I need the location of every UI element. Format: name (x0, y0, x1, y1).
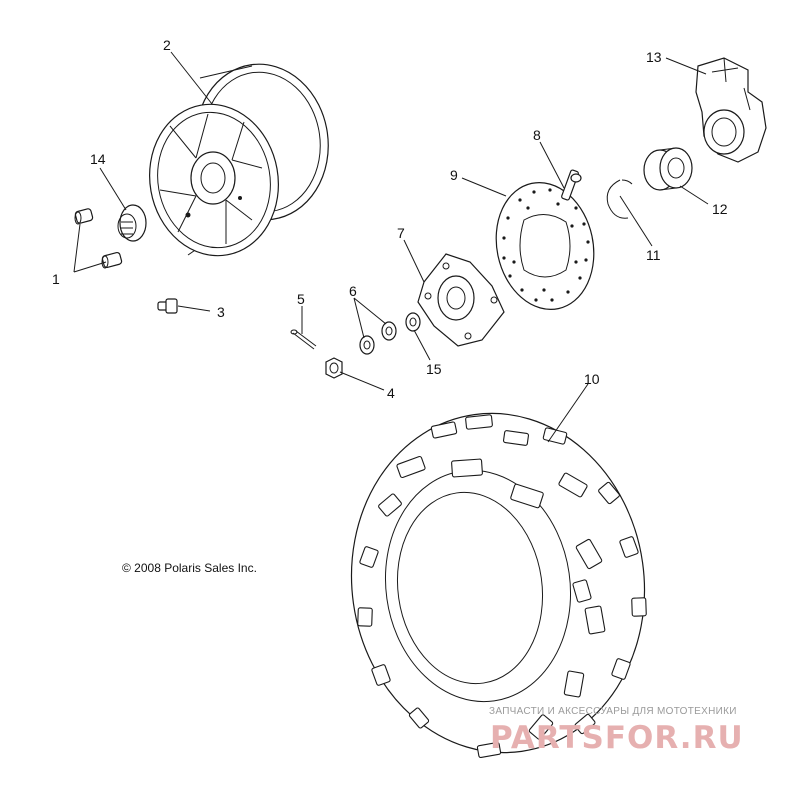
callout-9: 9 (450, 167, 458, 183)
callout-3: 3 (217, 304, 225, 320)
washers (359, 312, 421, 355)
callout-2: 2 (163, 37, 171, 53)
copyright-notice: © 2008 Polaris Sales Inc. (122, 561, 257, 575)
callout-15: 15 (426, 361, 442, 377)
callout-5: 5 (297, 291, 305, 307)
callout-8: 8 (533, 127, 541, 143)
bolt (561, 169, 582, 201)
wheel-rim (149, 63, 329, 257)
center-cap (117, 204, 147, 242)
callout-labels: 2 14 1 3 5 6 15 4 7 8 9 10 11 12 13 (52, 37, 728, 401)
bearing (643, 147, 693, 191)
lug-stud (157, 298, 178, 314)
disc-holes (502, 188, 590, 302)
tire (350, 412, 647, 759)
callout-4: 4 (387, 385, 395, 401)
callout-12: 12 (712, 201, 728, 217)
callout-11: 11 (646, 247, 661, 263)
callout-6: 6 (349, 283, 357, 299)
leader-lines (73, 51, 709, 443)
callout-1: 1 (52, 271, 60, 287)
callout-10: 10 (584, 371, 600, 387)
brake-disc (495, 182, 595, 310)
watermark-brand: PARTSFOR.RU (490, 720, 744, 756)
callout-7: 7 (397, 225, 405, 241)
cotter-pin (290, 329, 317, 350)
callout-14: 14 (90, 151, 106, 167)
steering-knuckle (695, 57, 767, 163)
callout-13: 13 (646, 49, 662, 65)
valve-stems (74, 208, 123, 269)
retaining-ring (606, 179, 633, 219)
watermark: ЗАПЧАСТИ И АКСЕССУАРЫ ДЛЯ МОТОТЕХНИКИ PA… (489, 706, 744, 756)
castle-nut (325, 357, 343, 379)
tire-tread (357, 414, 647, 759)
watermark-tagline: ЗАПЧАСТИ И АКСЕССУАРЫ ДЛЯ МОТОТЕХНИКИ (489, 706, 737, 717)
wheel-hub (417, 253, 505, 347)
